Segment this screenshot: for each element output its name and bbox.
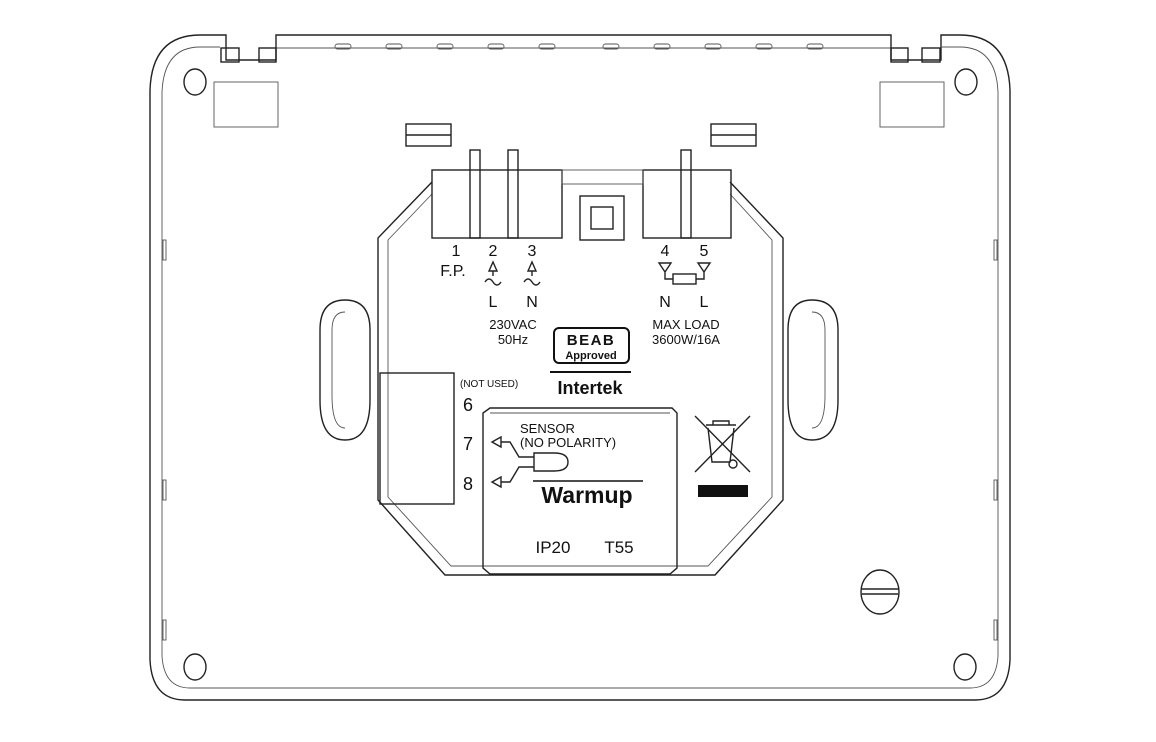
ip-rating: IP20 bbox=[536, 538, 571, 557]
terminal-6-note: (NOT USED) bbox=[460, 379, 518, 390]
sensor-polarity-note: (NO POLARITY) bbox=[520, 435, 616, 450]
pad-top-left bbox=[213, 81, 279, 128]
mounting-hole-bottom-left bbox=[183, 653, 207, 681]
screw-icon bbox=[860, 569, 900, 615]
weee-crossed-bin-icon bbox=[694, 415, 751, 497]
terminal-7-number: 7 bbox=[463, 434, 473, 454]
terminal-5-label: L bbox=[700, 294, 709, 311]
intertek-logo: Intertek bbox=[557, 378, 623, 398]
terminal-6-number: 6 bbox=[463, 395, 473, 415]
terminal-5-number: 5 bbox=[700, 243, 709, 260]
sensor-label: SENSOR bbox=[520, 421, 575, 436]
supply-voltage: 230VAC bbox=[489, 317, 536, 332]
terminal-1-number: 1 bbox=[452, 243, 461, 260]
mounting-hole-top-left bbox=[183, 68, 207, 96]
terminal-4-label: N bbox=[659, 294, 671, 311]
ac-supply-icon bbox=[484, 260, 541, 286]
terminal-recess bbox=[377, 181, 784, 576]
max-load-label: MAX LOAD bbox=[652, 317, 719, 332]
terminal-2-number: 2 bbox=[489, 243, 498, 260]
mounting-hole-bottom-right bbox=[953, 653, 977, 681]
terminal-3-label: N bbox=[526, 294, 538, 311]
terminal-block-left bbox=[431, 149, 563, 239]
terminal-bridge bbox=[561, 169, 644, 185]
mounting-hole-top-right bbox=[954, 68, 978, 96]
max-load-value: 3600W/16A bbox=[652, 332, 720, 347]
approved-text: Approved bbox=[565, 350, 616, 362]
terminal-1-label: F.P. bbox=[440, 263, 466, 280]
terminal-block-right bbox=[642, 149, 732, 239]
reset-button bbox=[579, 195, 625, 241]
terminal-4-number: 4 bbox=[661, 243, 670, 260]
resistor-load-icon bbox=[657, 262, 712, 285]
clip-left bbox=[405, 123, 452, 147]
sensor-probe-icon bbox=[490, 435, 569, 489]
label-panel bbox=[482, 407, 678, 575]
terminal-3-number: 3 bbox=[528, 243, 537, 260]
pad-top-right bbox=[879, 81, 945, 128]
beab-text: BEAB bbox=[567, 332, 616, 349]
sensor-terminal-block bbox=[379, 372, 455, 505]
keyhole-slot-left bbox=[319, 299, 371, 441]
terminal-8-number: 8 bbox=[463, 474, 473, 494]
keyhole-slot-right bbox=[787, 299, 839, 441]
housing-outline bbox=[149, 34, 1011, 701]
supply-frequency: 50Hz bbox=[498, 332, 528, 347]
terminal-2-label: L bbox=[489, 294, 498, 311]
clip-right bbox=[710, 123, 757, 147]
warmup-logo: Warmup bbox=[541, 482, 632, 508]
beab-approved-logo: BEAB Approved bbox=[553, 327, 630, 364]
temperature-rating: T55 bbox=[604, 538, 633, 557]
